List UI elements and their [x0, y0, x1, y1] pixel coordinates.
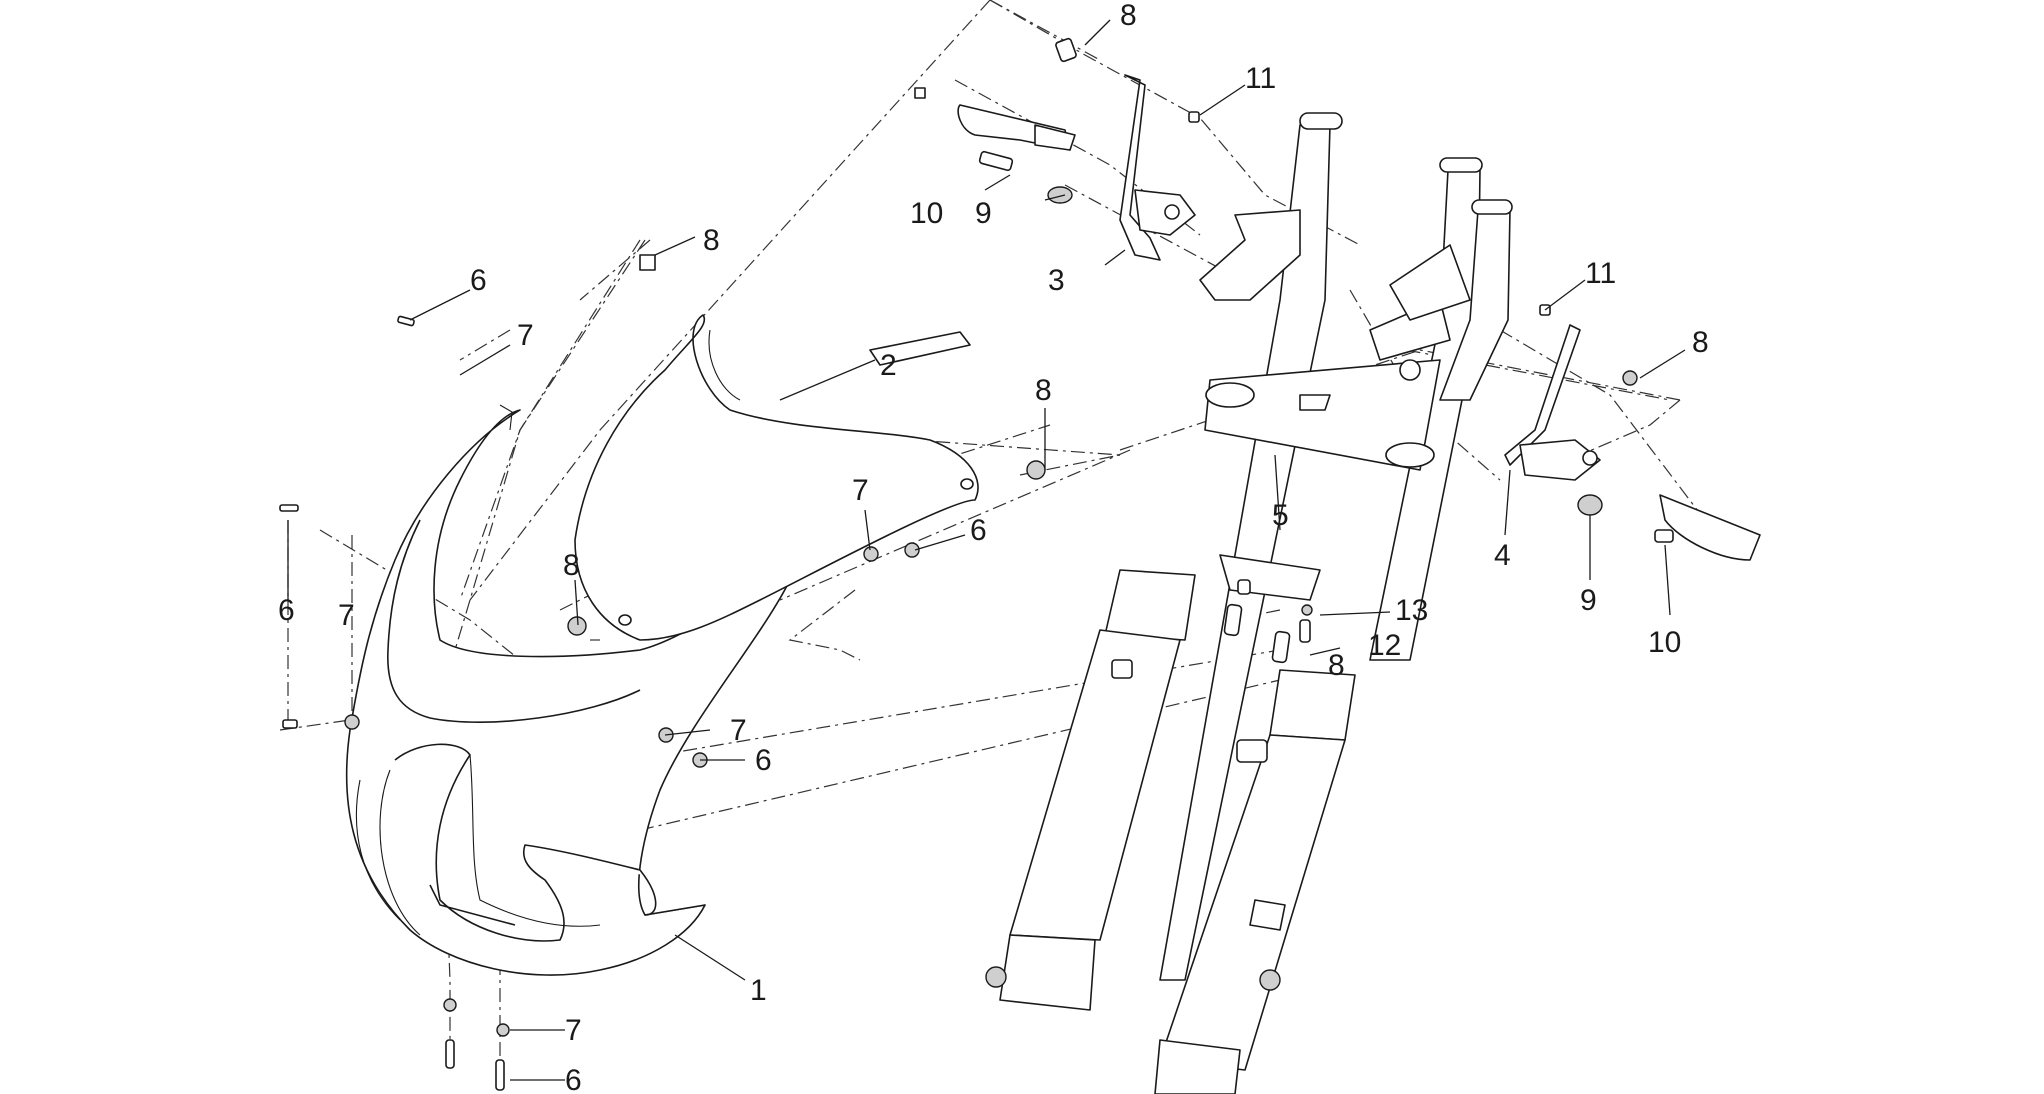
callout-8-top: 8: [1120, 0, 1137, 32]
callout-labels: 1 2 3 4 5 6 6 6 6 6 7 7 7 7 7 8 8 8 8 8 …: [278, 0, 1709, 1094]
callout-13: 13: [1395, 594, 1428, 627]
callout-6-left: 6: [278, 594, 295, 627]
bracket-part-3: [1119, 74, 1301, 301]
leader-lines: [287, 19, 1686, 1081]
callout-5: 5: [1272, 499, 1289, 532]
callout-6-upper-left: 6: [470, 264, 487, 297]
bracket-part-4: [1504, 324, 1601, 481]
callout-6-lower: 6: [755, 744, 772, 777]
callout-7-left: 7: [338, 599, 355, 632]
callout-10-right: 10: [1648, 626, 1681, 659]
hardware-parts: [279, 37, 1761, 1091]
fairing-part-1: [345, 404, 791, 976]
callout-8-fork: 8: [1328, 649, 1345, 682]
callout-6-bottom: 6: [565, 1064, 582, 1094]
callout-8-right: 8: [1692, 326, 1709, 359]
callout-4: 4: [1494, 539, 1511, 572]
callout-8-middle: 8: [1035, 374, 1052, 407]
callout-7-lower: 7: [730, 714, 747, 747]
fork-right-tube: [1154, 157, 1513, 1094]
callout-7-upper-left: 7: [517, 319, 534, 352]
triple-clamp: [1204, 244, 1471, 471]
callout-2: 2: [880, 349, 897, 382]
fork-left-tube: [985, 112, 1343, 1011]
callout-11-top: 11: [1245, 62, 1276, 95]
callout-9-left: 9: [975, 197, 992, 230]
callout-6-middle: 6: [970, 514, 987, 547]
callout-9-right: 9: [1580, 584, 1597, 617]
callout-7-middle: 7: [852, 474, 869, 507]
callout-8-upper-left: 8: [703, 224, 720, 257]
callout-1: 1: [750, 974, 767, 1007]
callout-12: 12: [1368, 629, 1401, 662]
callout-8-left: 8: [563, 549, 580, 582]
windscreen-part-2: [574, 314, 979, 641]
callout-10-left: 10: [910, 197, 943, 230]
callout-3: 3: [1048, 264, 1065, 297]
callout-7-bottom: 7: [565, 1014, 582, 1047]
callout-11-right: 11: [1585, 257, 1616, 290]
